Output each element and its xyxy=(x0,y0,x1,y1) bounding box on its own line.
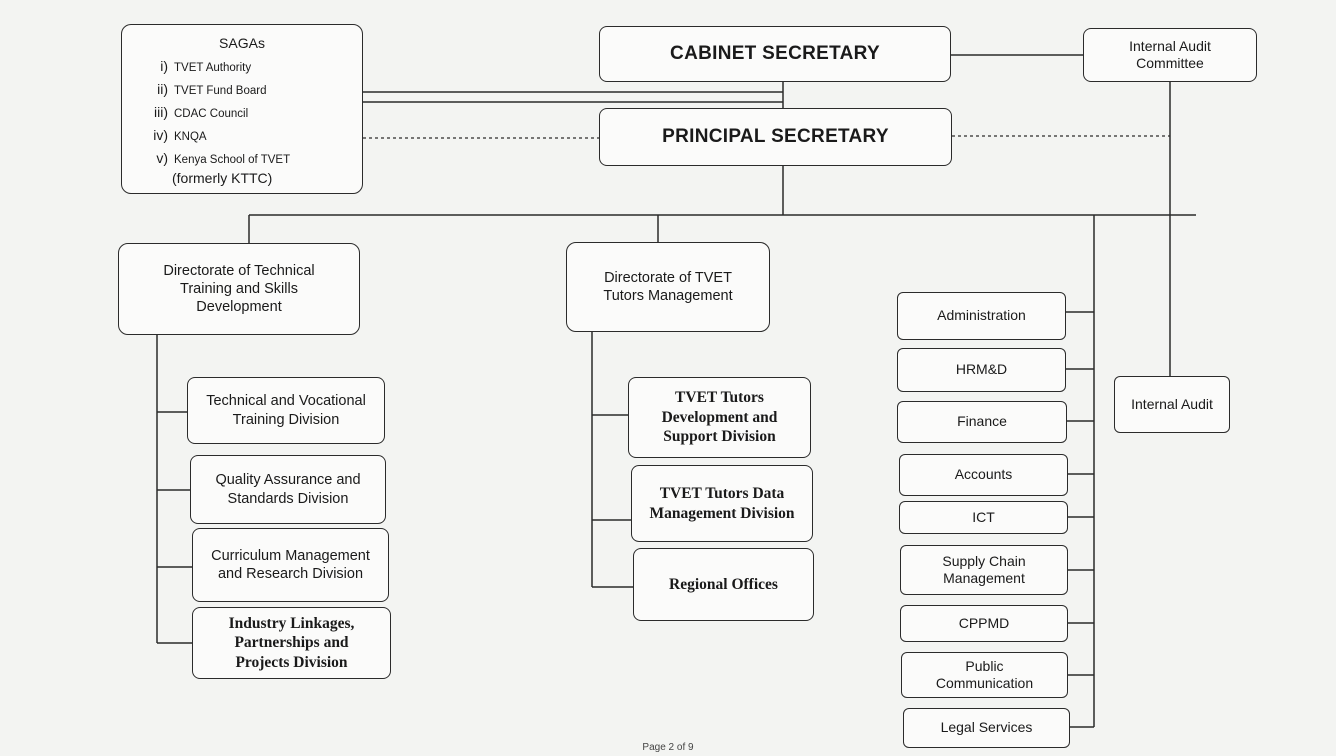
unit-box-administration: Administration xyxy=(897,292,1066,340)
directorate-technical-title: Directorate of Technical Training and Sk… xyxy=(163,262,315,316)
saga-item-number: iv) xyxy=(153,127,168,143)
internal-audit-box: Internal Audit xyxy=(1114,376,1230,433)
saga-item: iv) KNQA xyxy=(140,124,290,147)
directorate-tutors-box: Directorate of TVET Tutors Management xyxy=(566,242,770,332)
directorate-technical-box: Directorate of Technical Training and Sk… xyxy=(118,243,360,335)
sagas-title: SAGAs xyxy=(219,35,265,51)
saga-item-label: KNQA xyxy=(174,131,207,143)
division-box: Technical and Vocational Training Divisi… xyxy=(187,377,385,444)
division-label: Curriculum Management and Research Divis… xyxy=(211,547,370,582)
division-box: Curriculum Management and Research Divis… xyxy=(192,528,389,602)
saga-item-label: TVET Fund Board xyxy=(174,85,267,97)
saga-item-number: ii) xyxy=(157,81,168,97)
division-box: Quality Assurance and Standards Division xyxy=(190,455,386,524)
unit-box-legal-services: Legal Services xyxy=(903,708,1070,748)
cabinet-secretary-label: CABINET SECRETARY xyxy=(670,43,880,65)
internal-audit-committee-box: Internal Audit Committee xyxy=(1083,28,1257,82)
page-footer: Page 2 of 9 xyxy=(642,742,694,753)
saga-item: ii) TVET Fund Board xyxy=(140,78,290,101)
internal-audit-committee-label: Internal Audit Committee xyxy=(1129,37,1211,72)
unit-box-accounts: Accounts xyxy=(899,454,1068,496)
directorate-tutors-title: Directorate of TVET Tutors Management xyxy=(603,269,733,304)
unit-label: Administration xyxy=(937,307,1026,324)
saga-item: i) TVET Authority xyxy=(140,55,290,78)
division-box: TVET Tutors Development and Support Divi… xyxy=(628,377,811,458)
unit-box-hrmd: HRM&D xyxy=(897,348,1066,392)
unit-box-ict: ICT xyxy=(899,501,1068,534)
unit-label: HRM&D xyxy=(955,361,1008,378)
division-label: Industry Linkages, Partnerships and Proj… xyxy=(228,614,355,671)
division-box: Regional Offices xyxy=(633,548,814,621)
unit-label: ICT xyxy=(972,508,995,525)
saga-item-label: TVET Authority xyxy=(174,62,252,74)
saga-item-label: CDAC Council xyxy=(174,108,249,120)
division-box: Industry Linkages, Partnerships and Proj… xyxy=(192,607,391,679)
saga-item-number: v) xyxy=(156,150,168,166)
unit-label: Supply Chain Management xyxy=(942,552,1026,587)
saga-item: iii) CDAC Council xyxy=(140,101,290,124)
division-label: Quality Assurance and Standards Division xyxy=(215,472,361,507)
unit-box-public-communication: Public Communication xyxy=(901,652,1068,698)
saga-item: v) Kenya School of TVET xyxy=(140,147,290,170)
principal-secretary-label: PRINCIPAL SECRETARY xyxy=(662,126,889,148)
unit-box-cppmd: CPPMD xyxy=(900,605,1068,642)
unit-box-supply-chain: Supply Chain Management xyxy=(900,545,1068,595)
sagas-note: (formerly KTTC) xyxy=(172,170,273,186)
unit-label: Accounts xyxy=(954,466,1013,483)
division-label: TVET Tutors Development and Support Divi… xyxy=(661,389,778,446)
unit-box-finance: Finance xyxy=(897,401,1067,443)
cabinet-secretary-box: CABINET SECRETARY xyxy=(599,26,951,82)
division-box: TVET Tutors Data Management Division xyxy=(631,465,813,542)
saga-item-number: iii) xyxy=(154,104,168,120)
unit-label: Legal Services xyxy=(940,719,1033,736)
principal-secretary-box: PRINCIPAL SECRETARY xyxy=(599,108,952,166)
division-label: TVET Tutors Data Management Division xyxy=(649,485,795,522)
internal-audit-label: Internal Audit xyxy=(1131,395,1213,412)
unit-label: Public Communication xyxy=(935,657,1034,692)
sagas-box: SAGAs i) TVET Authority ii) TVET Fund Boar… xyxy=(121,24,363,194)
division-label: Technical and Vocational Training Divisi… xyxy=(206,393,366,428)
unit-label: Finance xyxy=(957,413,1007,430)
saga-item-number: i) xyxy=(160,58,168,74)
division-label: Regional Offices xyxy=(669,575,778,593)
sagas-list: i) TVET Authority ii) TVET Fund Board iii)… xyxy=(140,55,290,170)
unit-label: CPPMD xyxy=(958,614,1010,631)
saga-item-label: Kenya School of TVET xyxy=(174,154,291,166)
